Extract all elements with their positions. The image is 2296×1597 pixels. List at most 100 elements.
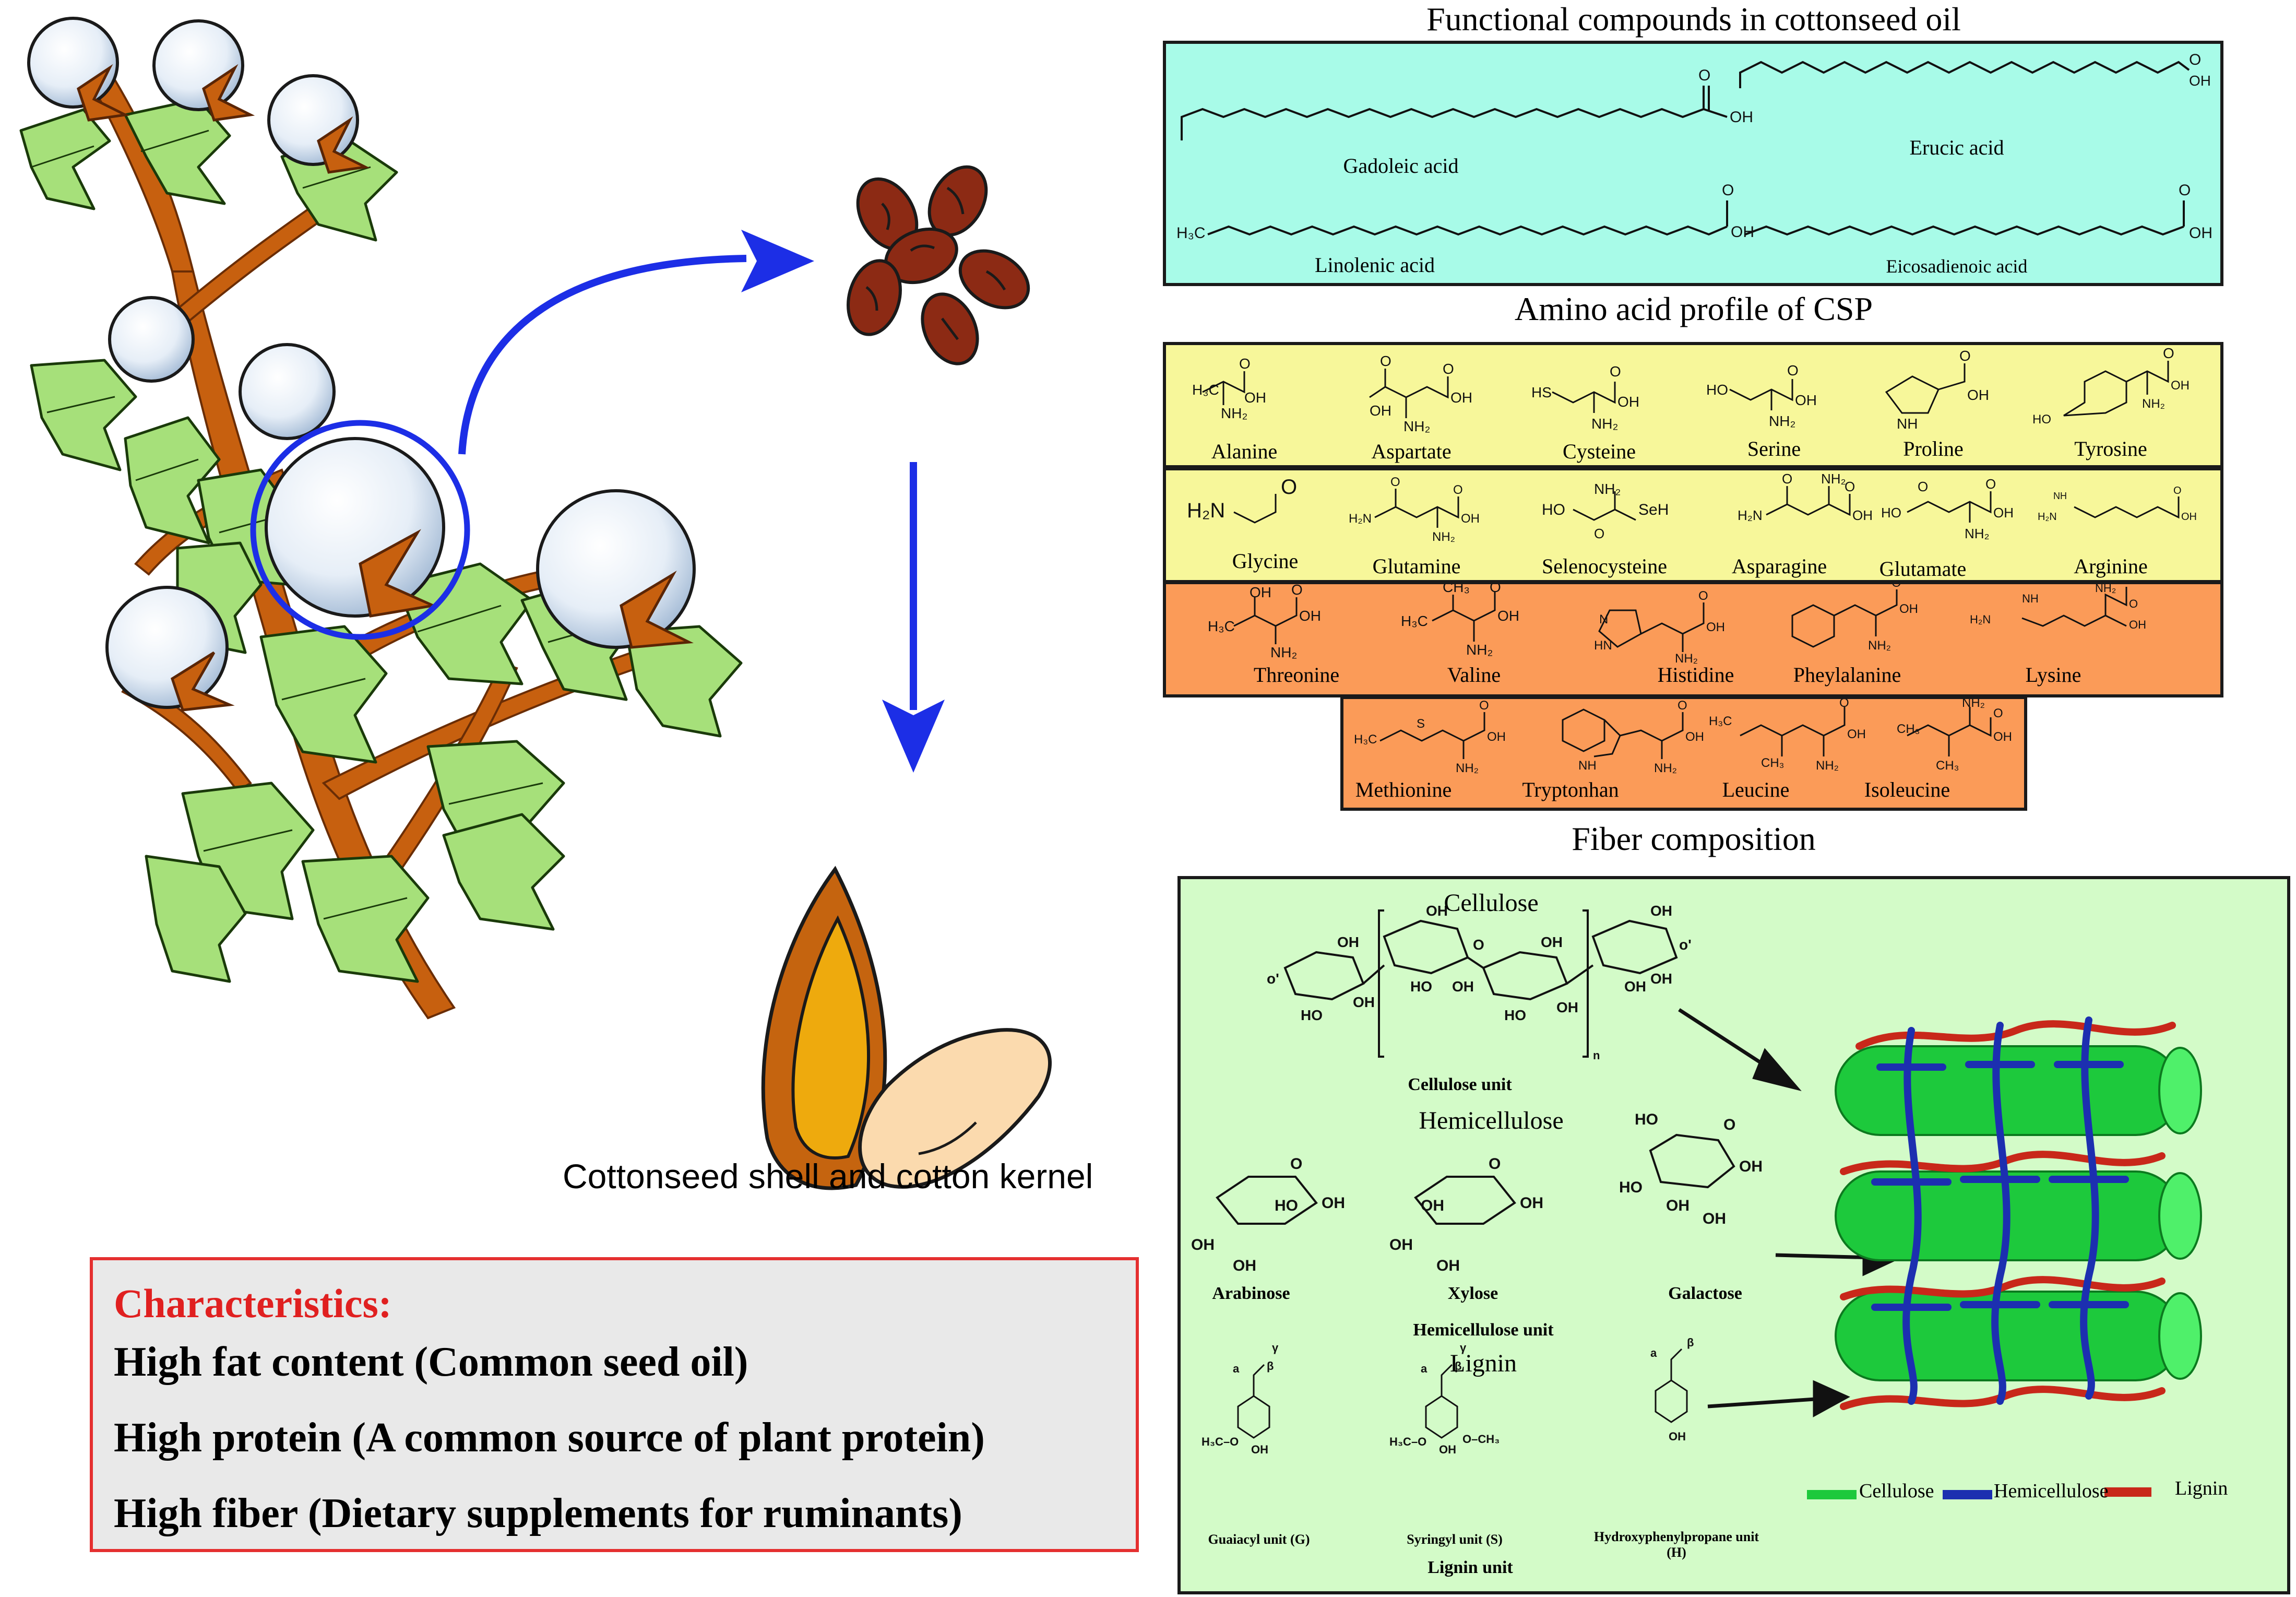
svg-text:β: β: [1267, 1359, 1274, 1373]
svg-text:O: O: [1787, 362, 1799, 378]
svg-text:O: O: [1723, 1116, 1735, 1133]
svg-text:H₂N: H₂N: [1738, 507, 1763, 523]
characteristic-fiber: High fiber (Dietary supplements for rumi…: [114, 1490, 962, 1536]
serine-label: Serine: [1747, 437, 1801, 460]
svg-text:O: O: [1722, 182, 1734, 199]
selenocysteine-label: Selenocysteine: [1542, 554, 1667, 578]
svg-text:CH₃: CH₃: [1761, 756, 1784, 770]
svg-text:OH: OH: [1556, 999, 1578, 1015]
svg-text:H₃C: H₃C: [1208, 618, 1235, 634]
svg-text:OH: OH: [1436, 1257, 1460, 1274]
legend-cellulose: Cellulose: [1859, 1480, 1934, 1502]
svg-text:OH: OH: [2171, 378, 2190, 393]
svg-text:NH: NH: [2022, 592, 2039, 605]
histidine-label: Histidine: [1657, 663, 1734, 687]
svg-text:OH: OH: [1967, 387, 1989, 403]
legend-hemicellulose: Hemicellulose: [1994, 1480, 2109, 1502]
svg-text:OH: OH: [1730, 109, 1753, 126]
lignin-unit-label: Lignin unit: [1427, 1558, 1513, 1577]
svg-text:OH: OH: [1322, 1194, 1345, 1212]
svg-text:CH₃: CH₃: [1936, 759, 1959, 773]
svg-text:H₃C: H₃C: [1401, 613, 1428, 629]
lignin-heading: Lignin: [1450, 1350, 1517, 1377]
svg-text:γ: γ: [1460, 1341, 1467, 1354]
svg-text:HN: HN: [1594, 638, 1612, 653]
svg-text:OH: OH: [1421, 1197, 1444, 1214]
svg-text:NH: NH: [1578, 759, 1597, 773]
hydroxyphenylpropane-unit-label: Hydroxyphenylpropane unit (H): [1593, 1529, 1759, 1560]
svg-text:o': o': [1267, 971, 1279, 987]
svg-text:OH: OH: [1795, 392, 1817, 408]
svg-text:HO: HO: [1542, 501, 1565, 518]
asparagine-label: Asparagine: [1731, 554, 1827, 578]
legend-lignin: Lignin: [2175, 1477, 2228, 1499]
svg-text:OH: OH: [1370, 403, 1391, 419]
svg-text:NH₂: NH₂: [1270, 644, 1297, 660]
amino-title: Amino acid profile of CSP: [1514, 290, 1873, 327]
svg-text:OH: OH: [1251, 1443, 1268, 1456]
syringyl-unit-label: Syringyl unit (S): [1407, 1532, 1503, 1547]
svg-text:H₃C: H₃C: [1176, 224, 1206, 242]
svg-text:NH₂: NH₂: [1868, 638, 1891, 653]
characteristics-box: Characteristics: High fat content (Commo…: [90, 1257, 1139, 1552]
svg-text:γ: γ: [1272, 1341, 1279, 1354]
glutamate-label: Glutamate: [1879, 557, 1967, 581]
svg-text:β: β: [1687, 1336, 1694, 1349]
svg-text:O: O: [2129, 597, 2138, 610]
svg-text:OH: OH: [1250, 584, 1271, 600]
svg-text:a: a: [1650, 1346, 1657, 1359]
svg-text:O: O: [1918, 479, 1928, 494]
svg-text:O: O: [1678, 699, 1687, 713]
svg-text:HO: HO: [1301, 1007, 1323, 1023]
svg-text:NH₂: NH₂: [1591, 416, 1618, 432]
svg-text:NH₂: NH₂: [1962, 699, 1985, 710]
svg-text:S: S: [1417, 717, 1425, 731]
svg-text:OH: OH: [1731, 223, 1754, 241]
svg-text:OH: OH: [1852, 507, 1873, 523]
svg-text:OH: OH: [1337, 934, 1359, 950]
lysine-label: Lysine: [2025, 663, 2081, 687]
cellulose-unit-label: Cellulose unit: [1408, 1075, 1512, 1094]
alanine-label: Alanine: [1211, 440, 1278, 463]
gadoleic-acid-label: Gadoleic acid: [1343, 154, 1459, 178]
svg-text:OH: OH: [1244, 389, 1266, 406]
svg-text:O: O: [1390, 475, 1400, 489]
xylose-label: Xylose: [1447, 1284, 1498, 1303]
svg-text:HO: HO: [1410, 978, 1432, 995]
svg-text:O: O: [2179, 182, 2191, 199]
valine-label: Valine: [1447, 663, 1501, 687]
svg-text:O: O: [1290, 1155, 1302, 1173]
threonine-label: Threonine: [1253, 663, 1340, 687]
svg-text:H₃C: H₃C: [1192, 382, 1219, 398]
svg-text:HO: HO: [2032, 412, 2051, 427]
svg-text:NH₂: NH₂: [1654, 761, 1677, 775]
characteristic-protein: High protein (A common source of plant p…: [114, 1415, 985, 1461]
svg-text:H₂N: H₂N: [2038, 511, 2057, 523]
svg-text:NH₂: NH₂: [1769, 413, 1795, 429]
svg-text:OH: OH: [1899, 602, 1918, 616]
svg-text:HO: HO: [1706, 382, 1728, 398]
svg-text:O–CH₃: O–CH₃: [1462, 1433, 1500, 1446]
svg-text:O: O: [1443, 361, 1454, 377]
characteristics-title: Characteristics:: [114, 1281, 392, 1326]
svg-text:O: O: [1453, 483, 1463, 497]
proline-label: Proline: [1903, 437, 1964, 460]
glycine-label: Glycine: [1232, 549, 1299, 573]
svg-text:OH: OH: [2129, 618, 2146, 631]
svg-text:OH: OH: [1353, 994, 1375, 1010]
svg-text:CH₃: CH₃: [1443, 584, 1470, 595]
svg-text:n: n: [1593, 1049, 1600, 1062]
svg-text:NH₂: NH₂: [1594, 481, 1621, 497]
svg-text:O: O: [1594, 526, 1604, 541]
svg-text:OH: OH: [1666, 1197, 1690, 1214]
cellulose-heading: Cellulose: [1444, 889, 1539, 917]
svg-text:HS: HS: [1531, 384, 1552, 400]
shell-kernel-caption: Cottonseed shell and cotton kernel: [563, 1157, 1093, 1196]
svg-text:NH₂: NH₂: [1675, 652, 1698, 666]
